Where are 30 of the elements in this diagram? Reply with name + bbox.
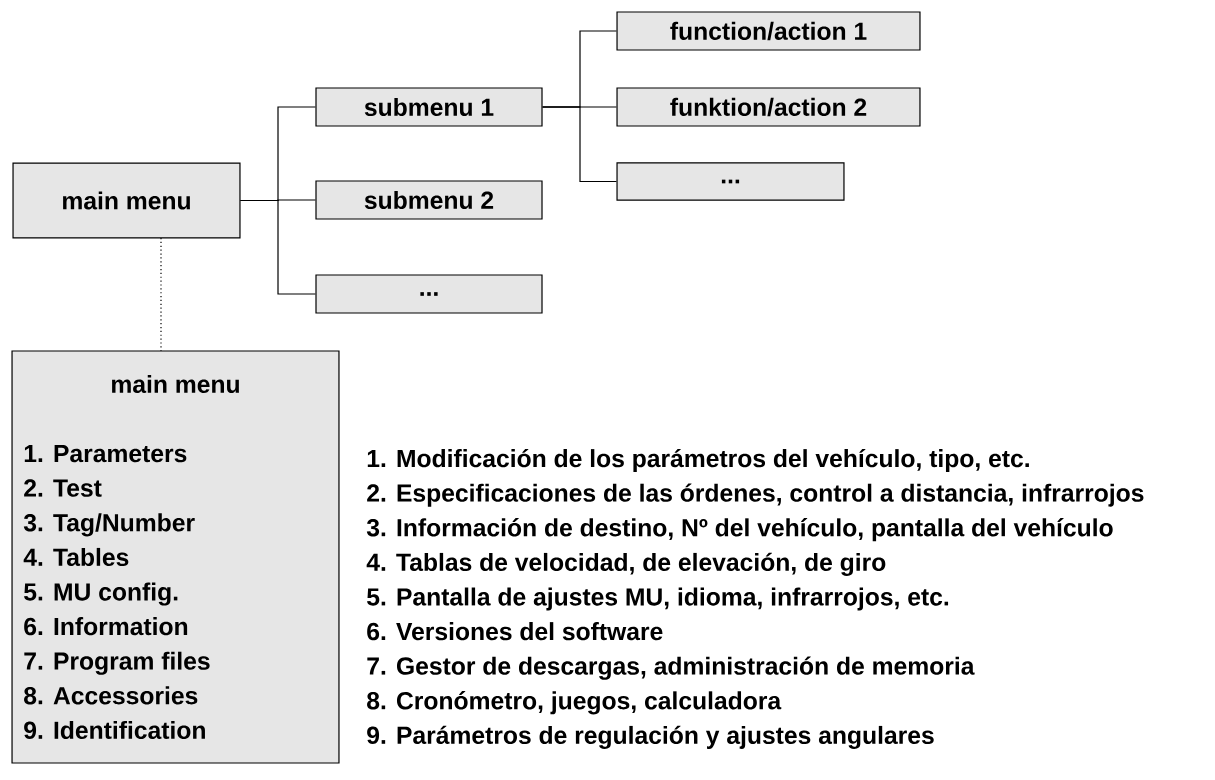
menu-item: 3. Tag/Number bbox=[23, 513, 195, 537]
menu-box: submenu 1 bbox=[315, 87, 543, 127]
description-line: 2. Especificaciones de las órdenes, control a distancia, infrarrojos bbox=[367, 483, 1144, 507]
description-line: 4. Tablas de velocidad, de elevación, de giro bbox=[366, 552, 886, 576]
description-line: 3. Información de destino, Nº del vehículo, pantalla del vehículo bbox=[366, 518, 1113, 542]
connector-line bbox=[239, 199, 316, 295]
menu-list-box bbox=[11, 350, 340, 764]
connector-line bbox=[160, 237, 162, 352]
menu-box: funktion/action 2 bbox=[616, 87, 921, 127]
menu-box: ... bbox=[315, 274, 543, 314]
menu-box: submenu 2 bbox=[315, 180, 543, 220]
menu-item: 7. Program files bbox=[24, 651, 210, 675]
connector-line bbox=[542, 106, 618, 183]
description-line: 9. Parámetros de regulación y ajustes angulares bbox=[367, 725, 934, 749]
menu-heading: main menu bbox=[112, 374, 239, 394]
menu-box: function/action 1 bbox=[616, 11, 921, 51]
description-line: 1. Modificación de los parámetros del vehículo, tipo, etc. bbox=[367, 448, 1029, 473]
description-line: 7. Gestor de descargas, administración de memoria bbox=[367, 656, 975, 680]
description-line: 5. Pantalla de ajustes MU, idioma, infrarrojos, etc. bbox=[367, 587, 949, 611]
menu-box: ... bbox=[616, 162, 845, 201]
menu-box: main menu bbox=[12, 162, 241, 239]
menu-item: 1. Parameters bbox=[24, 445, 187, 463]
menu-item: 5. MU config. bbox=[24, 582, 178, 606]
menu-item: 2. Test bbox=[24, 479, 102, 497]
description-line: 6. Versiones del software bbox=[367, 622, 663, 641]
menu-item: 9. Identification bbox=[24, 720, 205, 740]
description-line: 8. Cronómetro, juegos, calculadora bbox=[367, 691, 782, 715]
menu-item: 4. Tables bbox=[23, 547, 129, 567]
menu-item: 8. Accessories bbox=[24, 686, 198, 705]
menu-item: 6. Information bbox=[24, 617, 188, 636]
